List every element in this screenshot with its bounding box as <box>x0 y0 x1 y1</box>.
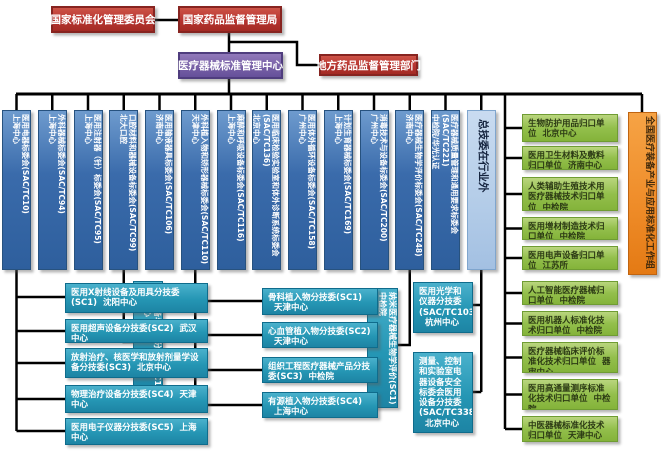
subcommittee-tc248-nano: 纳米医疗器械生物学评价(SC1) 中检院 <box>367 288 398 408</box>
box-nmpa: 国家药品监督管理局 <box>178 6 282 33</box>
sub-label: 纳米医疗器械生物学评价(SC1) <box>388 292 397 405</box>
box-local-drug-authority: 地方药品监督管理部门 <box>316 54 421 76</box>
center-label: 广州中心 <box>143 285 152 317</box>
box-national-working-group: 全国医疗装备产业与应用标准化工作组 <box>628 112 657 275</box>
box-device-standard-center: 医疗器械标准管理中心 <box>178 52 283 79</box>
working-group-text: 全国医疗装备产业与应用标准化工作组 <box>629 113 658 276</box>
working-group-label: 全国医疗装备产业与应用标准化工作组 <box>644 116 654 270</box>
nano-sub-text: 纳米医疗器械生物学评价(SC1) 中检院 <box>368 289 399 409</box>
sub-label: 齿科设备与器械分技委(SC1) <box>153 285 162 390</box>
subcommittee-tc99-dental: 齿科设备与器械分技委(SC1) 广州中心 <box>133 281 163 398</box>
outside-industry-label: 总技委在行业外 <box>477 119 489 193</box>
box-standardization-administration: 国家标准化管理委员会 <box>51 6 156 33</box>
center-label: 中检院 <box>378 292 387 316</box>
outside-industry-text: 总技委在行业外 <box>468 111 497 271</box>
box-outside-industry: 总技委在行业外 <box>467 110 496 270</box>
dental-sub-text: 齿科设备与器械分技委(SC1) 广州中心 <box>134 282 164 399</box>
